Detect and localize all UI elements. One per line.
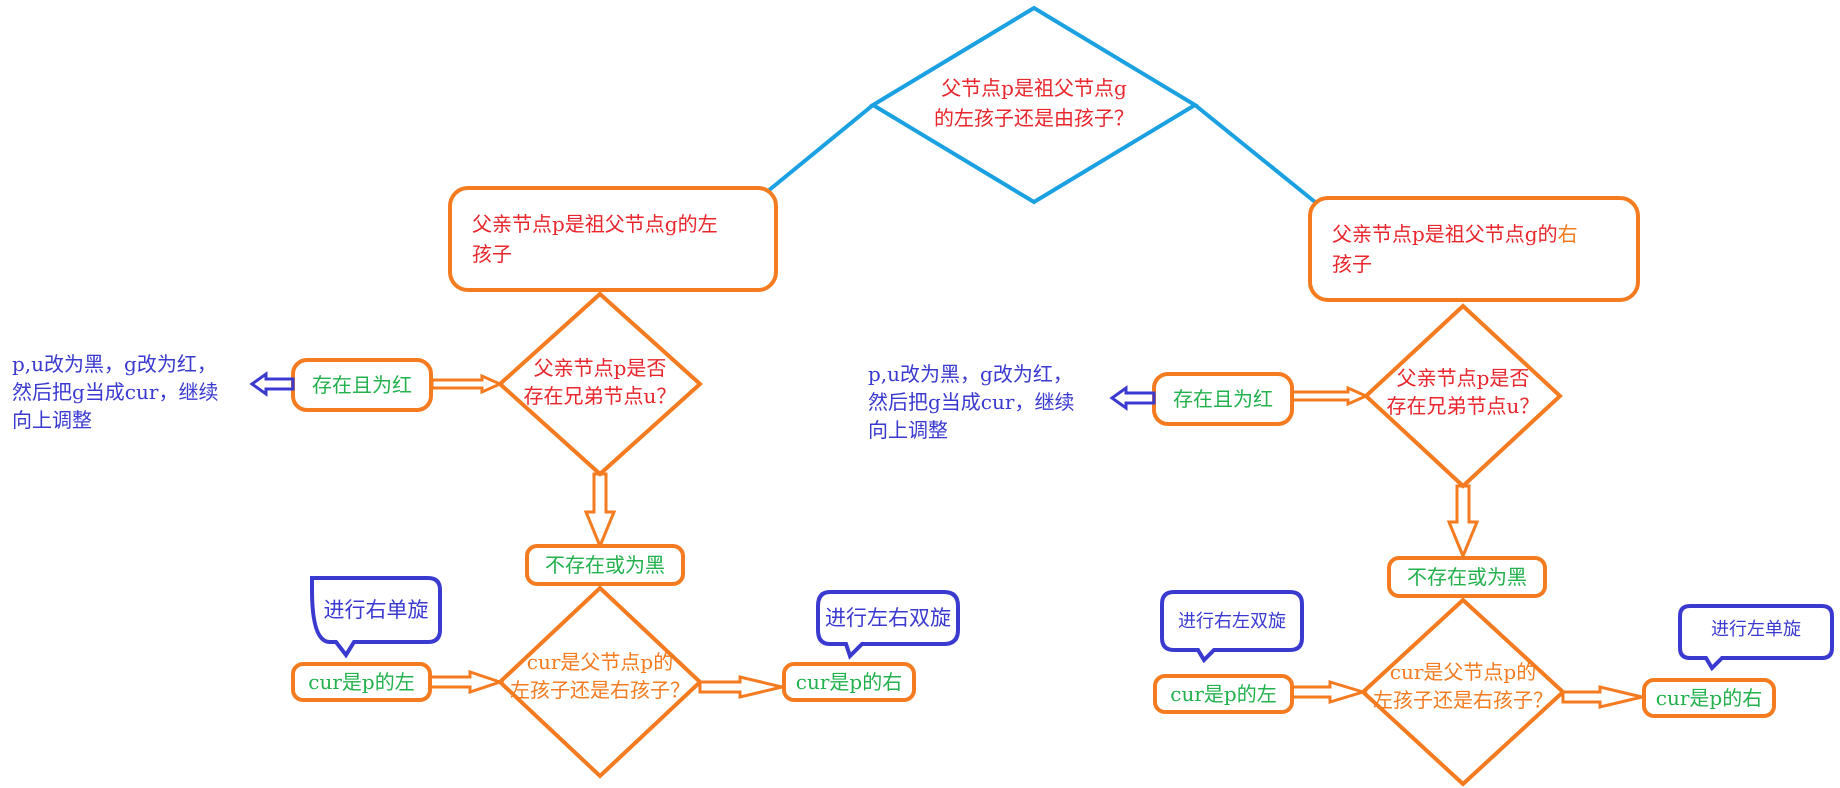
left-cur-question-line2: 左孩子还是右孩子？ bbox=[510, 678, 690, 702]
right-cur-question-line2: 左孩子还是右孩子？ bbox=[1373, 688, 1553, 712]
right-arrow-to-cur-left bbox=[1290, 679, 1369, 705]
right-single-rotate-label: 进行左单旋 bbox=[1711, 619, 1801, 640]
left-recolor-line2: 然后把g当成cur，继续 bbox=[12, 380, 219, 404]
right-uncle-question-line1: 父亲节点p是否 bbox=[1396, 366, 1530, 390]
left-recolor-line1: p,u改为黑，g改为红， bbox=[12, 352, 217, 376]
right-case-box bbox=[1308, 196, 1640, 302]
left-uncle-question-line1: 父亲节点p是否 bbox=[533, 356, 667, 380]
right-arrow-to-recolor bbox=[1109, 385, 1156, 411]
top-question-line1: 父节点p是祖父节点g bbox=[941, 76, 1127, 100]
connector-top-left bbox=[766, 103, 875, 193]
right-absent-black-label: 不存在或为黑 bbox=[1407, 565, 1527, 589]
right-case-line1-main: 父亲节点p是祖父节点g的 bbox=[1332, 222, 1558, 246]
left-arrow-to-exists-red bbox=[430, 373, 504, 395]
right-recolor-line2: 然后把g当成cur，继续 bbox=[868, 390, 1075, 414]
left-recolor-line3: 向上调整 bbox=[12, 408, 92, 432]
right-rotate-left-callout bbox=[1160, 590, 1304, 664]
left-absent-black-box bbox=[525, 544, 685, 586]
right-cur-right-box bbox=[1642, 678, 1776, 718]
left-rotate-label: 进行右单旋 bbox=[323, 598, 429, 622]
right-uncle-question-line2: 存在兄弟节点u？ bbox=[1386, 394, 1540, 418]
right-double-rotate-label: 进行右左双旋 bbox=[1178, 611, 1286, 632]
right-cur-decision-diamond bbox=[1360, 597, 1566, 787]
left-cur-right-label: cur是p的右 bbox=[795, 670, 903, 694]
top-question-line2: 的左孩子还是由孩子？ bbox=[934, 106, 1134, 130]
right-cur-left-label: cur是p的左 bbox=[1170, 682, 1277, 706]
right-rotate-right-callout bbox=[1678, 604, 1834, 672]
right-cur-left-box bbox=[1153, 674, 1294, 714]
top-decision-diamond bbox=[869, 5, 1199, 205]
right-rotate-callout-left-branch bbox=[816, 590, 960, 660]
left-cur-decision-diamond bbox=[497, 585, 703, 779]
connector-top-right bbox=[1193, 103, 1317, 204]
left-case-line1: 父亲节点p是祖父节点g的左 bbox=[472, 212, 718, 236]
left-arrow-to-recolor bbox=[249, 371, 295, 397]
left-arrow-down bbox=[583, 472, 617, 550]
left-absent-black-label: 不存在或为黑 bbox=[545, 553, 665, 577]
left-cur-left-label: cur是p的左 bbox=[308, 670, 415, 694]
right-exists-red-label: 存在且为红 bbox=[1173, 387, 1273, 411]
left-cur-question-line1: cur是父节点p的 bbox=[526, 650, 674, 674]
left-cur-left-box bbox=[291, 662, 432, 702]
left-uncle-question-line2: 存在兄弟节点u？ bbox=[523, 384, 677, 408]
right-cur-question-line1: cur是父节点p的 bbox=[1389, 660, 1537, 684]
left-arrow-to-cur-right bbox=[698, 675, 783, 699]
left-case-line2: 孩子 bbox=[472, 242, 512, 266]
left-arrow-to-cur-left bbox=[428, 669, 505, 695]
right-absent-black-box bbox=[1387, 556, 1547, 598]
right-recolor-line1: p,u改为黑，g改为红， bbox=[868, 362, 1073, 386]
left-double-rotate-label: 进行左右双旋 bbox=[825, 606, 951, 630]
right-case-line1: 父亲节点p是祖父节点g的右 bbox=[1332, 220, 1578, 248]
left-exists-red-label: 存在且为红 bbox=[312, 373, 412, 397]
left-cur-right-box bbox=[782, 662, 916, 702]
right-cur-right-label: cur是p的右 bbox=[1655, 686, 1763, 710]
left-rotate-callout bbox=[310, 576, 442, 659]
right-arrow-to-cur-right bbox=[1561, 685, 1643, 709]
right-case-line2: 孩子 bbox=[1332, 252, 1372, 276]
right-arrow-down bbox=[1446, 484, 1480, 560]
left-case-box bbox=[448, 186, 778, 292]
right-recolor-line3: 向上调整 bbox=[868, 418, 948, 442]
right-case-line1-side: 右 bbox=[1557, 222, 1578, 246]
right-arrow-to-exists-red bbox=[1290, 385, 1370, 407]
